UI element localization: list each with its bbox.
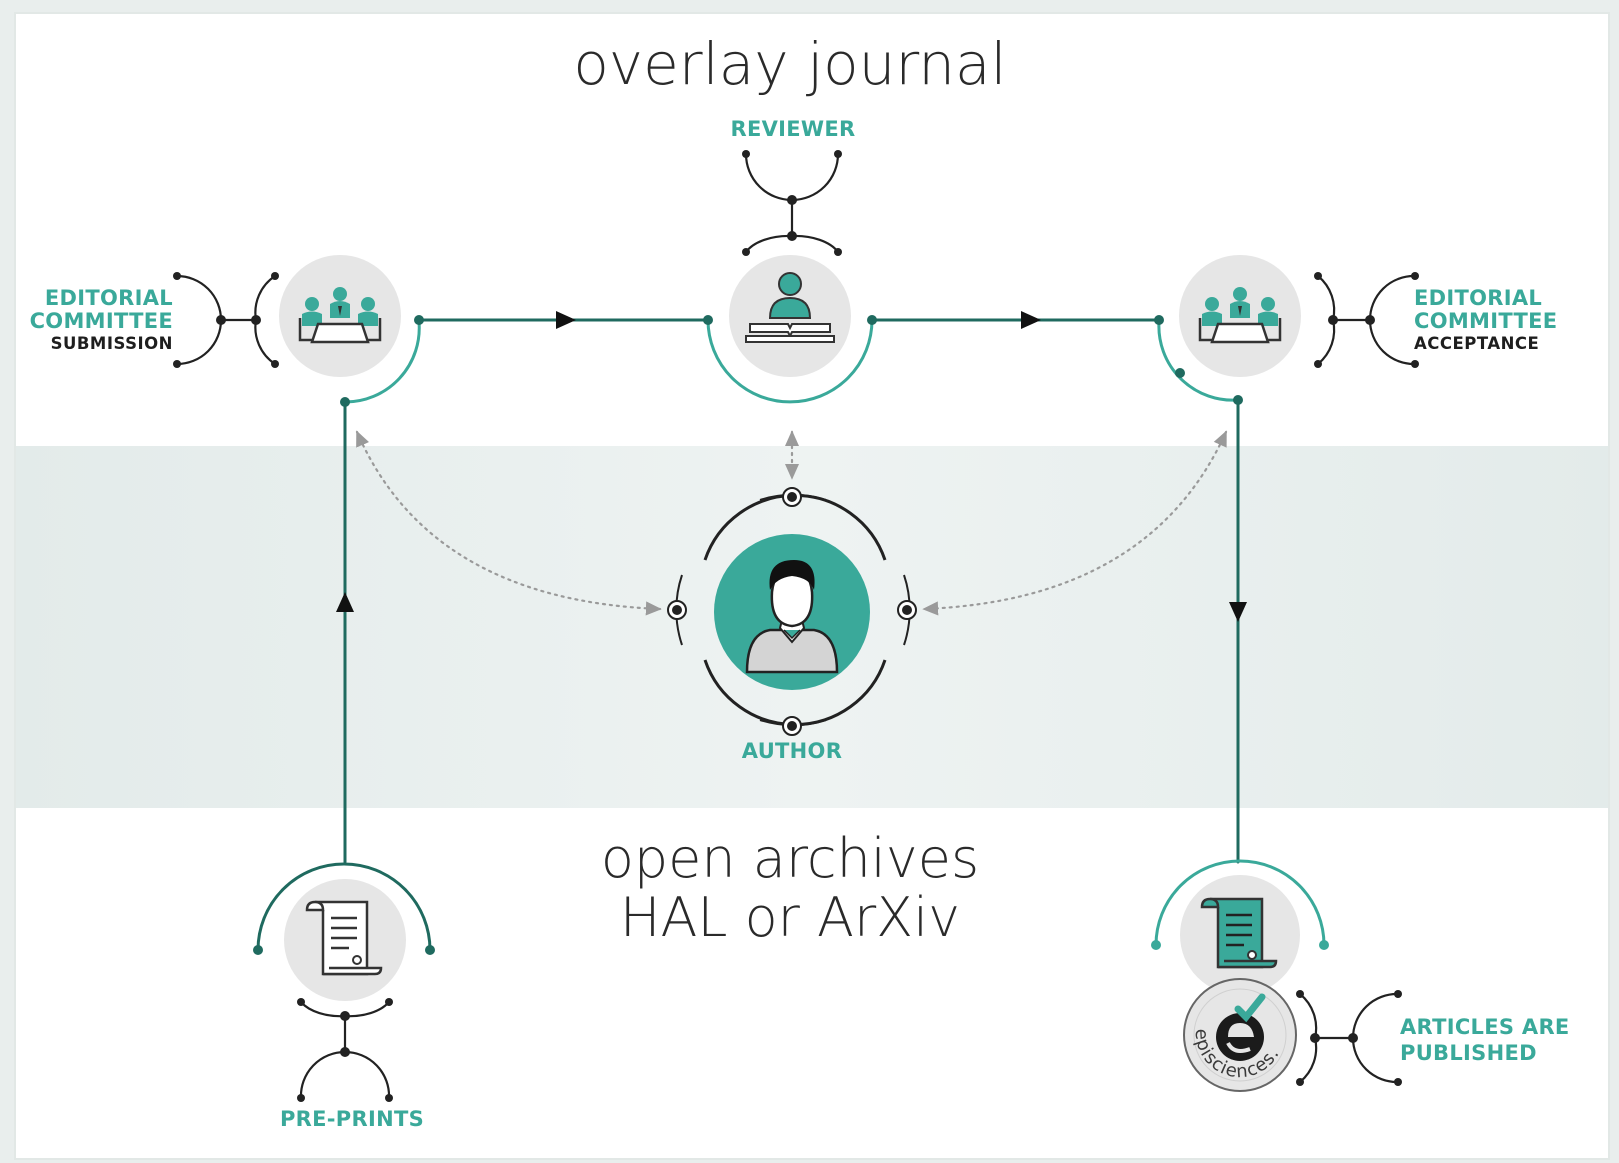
document-scroll-icon bbox=[305, 900, 383, 976]
meeting-icon bbox=[1198, 287, 1282, 344]
preprints-node: PRE-PRINTS bbox=[253, 862, 435, 1131]
reviewer-tree-dots bbox=[742, 150, 842, 256]
arrowhead-up bbox=[336, 592, 354, 612]
label-reviewer: REVIEWER bbox=[730, 117, 855, 141]
label-editorial-submission-1: EDITORIAL bbox=[45, 286, 173, 310]
dotted-arrow-submission-author bbox=[355, 430, 662, 616]
flow-nodes bbox=[340, 315, 1243, 407]
author-connectors bbox=[355, 430, 1228, 616]
flow-arc-acceptance bbox=[1157, 320, 1240, 402]
meeting-icon bbox=[298, 287, 382, 344]
arrowhead-right-1 bbox=[556, 311, 576, 329]
acceptance-tree-dots bbox=[1314, 272, 1419, 368]
title-overlay-journal: overlay journal bbox=[573, 30, 1006, 98]
preprints-tree-dots bbox=[297, 998, 393, 1102]
submission-tree-dots bbox=[173, 272, 279, 368]
published-arc bbox=[1154, 859, 1326, 946]
label-articles-published-1: ARTICLES ARE bbox=[1400, 1015, 1570, 1039]
label-editorial-acceptance-2: COMMITTEE bbox=[1414, 309, 1557, 333]
arrowhead-down bbox=[1229, 602, 1247, 622]
label-articles-published-2: PUBLISHED bbox=[1400, 1041, 1537, 1065]
published-node: episciences.org ARTICLES ARE PUBLISHED bbox=[1151, 859, 1570, 1092]
title-open-archives: open archives bbox=[601, 827, 979, 890]
author-person-icon bbox=[745, 560, 839, 674]
reader-icon bbox=[745, 272, 835, 343]
preprints-arc bbox=[256, 862, 432, 951]
label-editorial-submission-3: SUBMISSION bbox=[51, 334, 173, 353]
flow-arrowheads bbox=[336, 311, 1247, 622]
submission-node: EDITORIAL COMMITTEE SUBMISSION bbox=[30, 255, 401, 377]
published-tree-dots bbox=[1296, 990, 1402, 1086]
document-scroll-icon bbox=[1200, 897, 1278, 969]
flow-arc-submission bbox=[343, 320, 421, 404]
dotted-arrow-acceptance-author bbox=[922, 430, 1228, 616]
label-author: AUTHOR bbox=[742, 739, 842, 763]
flow-arc-reviewer bbox=[706, 318, 874, 404]
label-editorial-acceptance-1: EDITORIAL bbox=[1414, 286, 1542, 310]
episciences-logo-icon: episciences.org bbox=[1183, 978, 1297, 1092]
label-editorial-submission-2: COMMITTEE bbox=[30, 309, 173, 333]
acceptance-node: EDITORIAL COMMITTEE ACCEPTANCE bbox=[1179, 255, 1557, 377]
author-node: AUTHOR bbox=[667, 487, 917, 763]
author-ports bbox=[667, 487, 917, 736]
label-preprints: PRE-PRINTS bbox=[280, 1107, 424, 1131]
title-hal-arxiv: HAL or ArXiv bbox=[620, 886, 960, 949]
reviewer-node: REVIEWER bbox=[729, 117, 855, 377]
arrowhead-right-2 bbox=[1021, 311, 1041, 329]
label-editorial-acceptance-3: ACCEPTANCE bbox=[1414, 334, 1539, 353]
